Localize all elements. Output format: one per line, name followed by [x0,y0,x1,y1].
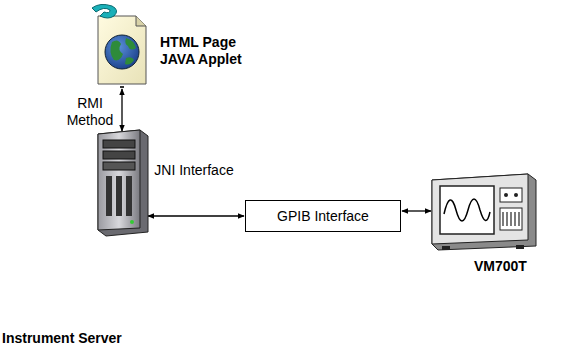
icon-node: HTML Page JAVA Applet [90,0,270,90]
html-page-icon [90,2,152,88]
vm700t-instrument-icon [428,170,538,252]
server-tower-icon [92,128,152,238]
icon-node: VM700T [424,170,580,280]
connector-arrow [148,215,244,216]
node-title: HTML Page JAVA Applet [160,34,268,68]
edge-label: RMI Method [62,95,118,129]
box-text: GPIB Interface [246,208,400,225]
node-title: VM700T [474,258,564,275]
connector-arrow [121,89,122,131]
edge-label: JNI Interface [154,162,234,179]
icon-holder [428,170,538,256]
node-title: Instrument Server [2,330,170,347]
icon-holder [90,2,152,92]
interface-box: GPIB Interface [245,200,401,232]
icon-node: Instrument Server [0,126,172,358]
icon-holder [92,128,152,242]
connector-arrow [402,210,431,211]
